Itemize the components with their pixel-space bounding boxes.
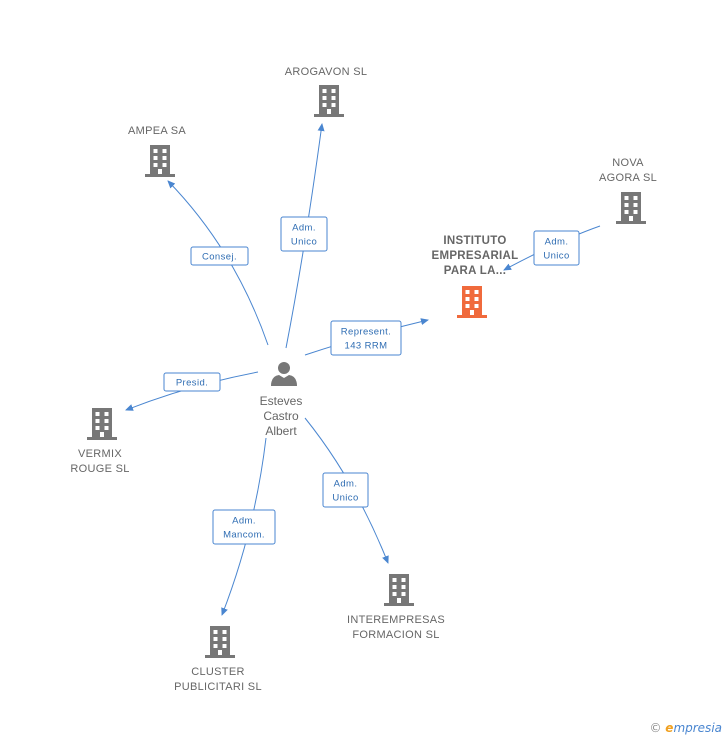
edge-interempresas[interactable]: Adm. Unico <box>304 417 389 564</box>
building-icon[interactable] <box>457 286 487 318</box>
copyright-icon: © <box>649 721 662 735</box>
edge-label-box <box>190 246 249 266</box>
company-name[interactable]: INSTITUTO <box>443 235 506 247</box>
building-icon[interactable] <box>87 408 117 440</box>
company-node-cluster[interactable]: CLUSTER PUBLICITARI SL <box>174 626 262 693</box>
company-node-nova[interactable]: NOVA AGORA SL <box>599 157 657 224</box>
edge-label-text: Consej. <box>202 252 237 263</box>
company-name[interactable]: AMPEA SA <box>128 125 186 137</box>
company-node-ampea[interactable]: AMPEA SA <box>128 125 186 177</box>
edge-label-box <box>163 372 221 392</box>
company-node-arogavon[interactable]: AROGAVON SL <box>285 66 368 117</box>
edge-instituto[interactable]: Represent. 143 RRM <box>304 318 429 356</box>
edge-label-text: Adm. <box>545 237 569 248</box>
edge-label-text: Mancom. <box>223 530 265 541</box>
edge-label-box <box>330 320 402 356</box>
building-icon[interactable] <box>145 145 175 177</box>
edge-label-box <box>533 230 580 266</box>
edge-nova[interactable]: Adm. Unico <box>503 225 601 271</box>
brand-watermark: © empresia <box>649 721 722 735</box>
company-name[interactable]: FORMACION SL <box>352 629 439 641</box>
company-name[interactable]: ROUGE SL <box>70 463 129 475</box>
company-name[interactable]: INTEREMPRESAS <box>347 614 445 626</box>
brand-logo-text: mpresia <box>673 721 722 735</box>
company-name[interactable]: CLUSTER <box>191 666 244 678</box>
company-name[interactable]: NOVA <box>612 157 644 169</box>
edge-vermix[interactable]: Presid. <box>125 371 259 411</box>
company-name[interactable]: PUBLICITARI SL <box>174 681 262 693</box>
company-name[interactable]: EMPRESARIAL <box>431 250 518 262</box>
edge-label-text: Unico <box>543 251 569 262</box>
building-icon[interactable] <box>616 192 646 224</box>
edge-label-text: Adm. <box>334 479 358 490</box>
nodes-layer: AROGAVON SL AMPEA SA NOVA AGORA SL INSTITUTO… <box>70 66 657 693</box>
company-name[interactable]: AROGAVON SL <box>285 66 368 78</box>
company-name[interactable]: VERMIX <box>78 448 122 460</box>
person-name[interactable]: Albert <box>265 424 297 438</box>
edge-arogavon[interactable]: Adm. Unico <box>280 123 328 349</box>
edge-label-box <box>212 509 276 545</box>
edge-label-text: Unico <box>291 237 317 248</box>
person-icon[interactable] <box>271 362 297 386</box>
edge-label-box <box>280 216 328 252</box>
person-name[interactable]: Esteves <box>260 394 303 408</box>
edge-cluster[interactable]: Adm. Mancom. <box>212 437 276 616</box>
company-node-vermix[interactable]: VERMIX ROUGE SL <box>70 408 129 475</box>
brand-logo-e: e <box>665 721 674 735</box>
person-name[interactable]: Castro <box>263 409 299 423</box>
edge-ampea[interactable]: Consej. <box>167 180 269 346</box>
company-name[interactable]: PARA LA... <box>444 265 506 277</box>
building-icon[interactable] <box>314 85 344 117</box>
company-name[interactable]: AGORA SL <box>599 172 657 184</box>
edge-label-text: Presid. <box>176 378 208 389</box>
company-node-instituto[interactable]: INSTITUTO EMPRESARIAL PARA LA... <box>431 235 518 318</box>
building-icon[interactable] <box>384 574 414 606</box>
edge-label-box <box>322 472 369 508</box>
edge-label-text: Adm. <box>232 516 256 527</box>
edge-label-text: Adm. <box>292 223 316 234</box>
building-icon[interactable] <box>205 626 235 658</box>
edge-label-text: Represent. <box>341 327 391 338</box>
edge-label-text: 143 RRM <box>345 341 388 352</box>
edge-label-text: Unico <box>332 493 358 504</box>
company-node-interempresas[interactable]: INTEREMPRESAS FORMACION SL <box>347 574 445 641</box>
